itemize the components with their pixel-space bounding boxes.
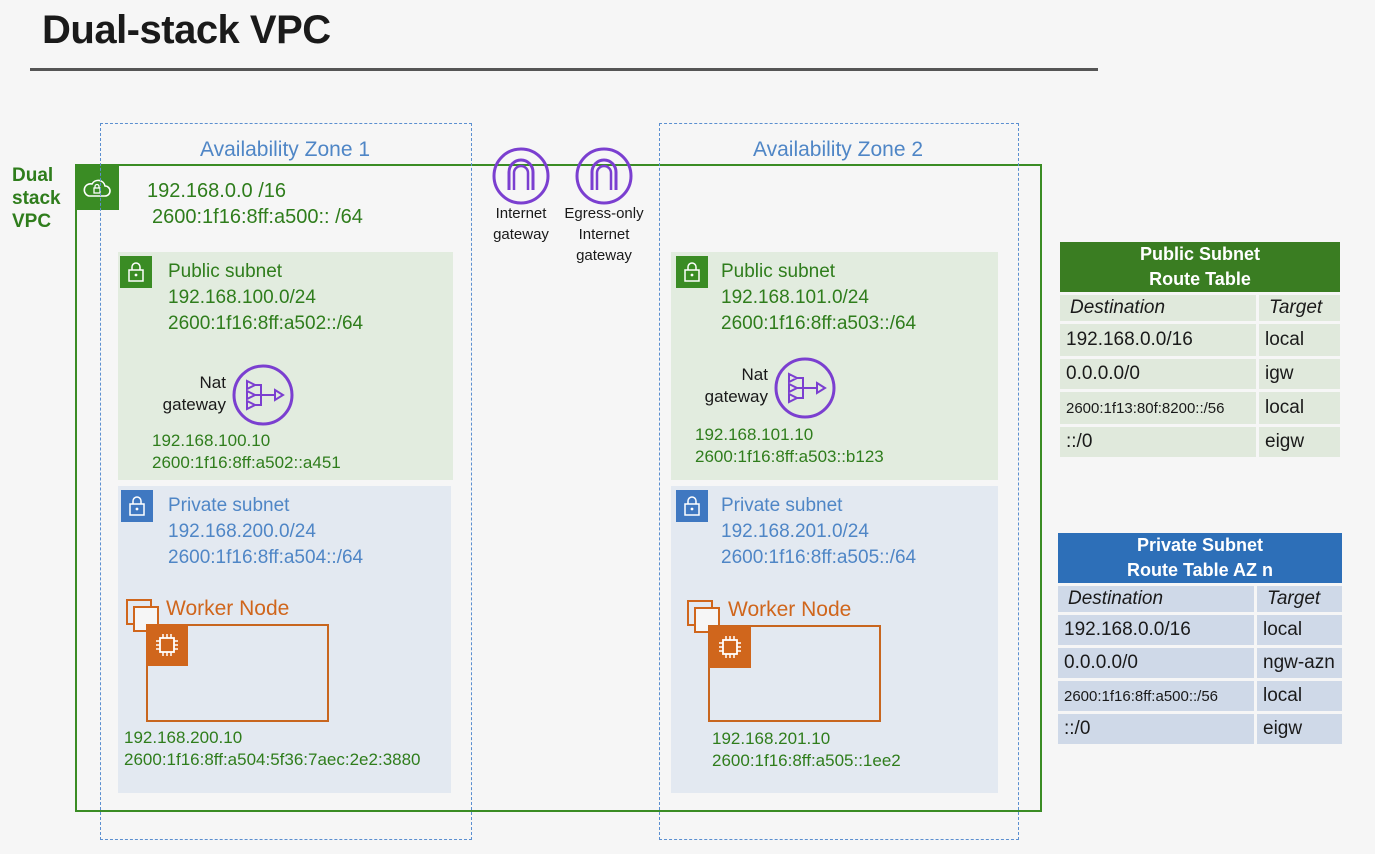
- destination-cell: ::/0: [1058, 714, 1254, 744]
- private-subnet-az2-info: Private subnet 192.168.201.0/24 2600:1f1…: [721, 493, 916, 571]
- az2-label: Availability Zone 2: [752, 138, 924, 161]
- public-subnet-az1-info: Public subnet 192.168.100.0/24 2600:1f16…: [168, 259, 363, 337]
- nat-gateway-label-az2: Nat gateway: [704, 365, 768, 406]
- egress-only-gateway-icon: [574, 146, 634, 206]
- public-subnet-az2: [671, 252, 998, 480]
- vpc-cidr-ipv4: 192.168.0.0 /16: [147, 180, 287, 202]
- worker-node-label-az2: Worker Node: [728, 598, 852, 621]
- vpc-cidr-ipv6: 2600:1f16:8ff:a500:: /64: [152, 206, 363, 228]
- vpc-label: Dual stack VPC: [12, 165, 61, 232]
- subnet-ipv4: 192.168.201.0/24: [721, 521, 869, 542]
- target-cell: eigw: [1257, 714, 1342, 744]
- nat-gateway-label-az1: Nat gateway: [162, 373, 226, 414]
- table-row: 0.0.0.0/0 ngw-azn: [1058, 648, 1342, 678]
- subnet-ipv4: 192.168.101.0/24: [721, 287, 869, 308]
- ec2-instance-icon: [146, 624, 188, 666]
- table-row: 2600:1f16:8ff:a500::/56 local: [1058, 681, 1342, 711]
- subnet-ipv6: 2600:1f16:8ff:a505::/64: [721, 547, 917, 568]
- table-row: ::/0 eigw: [1058, 714, 1342, 744]
- table-row: ::/0 eigw: [1060, 427, 1340, 457]
- az1-label: Availability Zone 1: [199, 138, 371, 161]
- subnet-ipv6: 2600:1f16:8ff:a502::/64: [168, 313, 364, 334]
- private-route-table: Private Subnet Route Table AZ n Destinat…: [1058, 533, 1342, 747]
- public-route-table-grid: Destination Target 192.168.0.0/16 local …: [1057, 292, 1343, 460]
- public-route-table-header: Public Subnet Route Table: [1060, 242, 1340, 292]
- title-divider: [30, 68, 1098, 71]
- worker-node-box-az1: [146, 624, 329, 722]
- destination-cell: 0.0.0.0/0: [1058, 648, 1254, 678]
- target-cell: local: [1257, 615, 1342, 645]
- destination-cell: 192.168.0.0/16: [1060, 324, 1256, 356]
- subnet-label: Public subnet: [721, 261, 836, 282]
- vpc-cloud-icon: [75, 166, 119, 210]
- worker-ip-az1: 192.168.200.10 2600:1f16:8ff:a504:5f36:7…: [124, 728, 421, 769]
- target-cell: eigw: [1259, 427, 1340, 457]
- destination-cell: 0.0.0.0/0: [1060, 359, 1256, 389]
- public-subnet-az2-info: Public subnet 192.168.101.0/24 2600:1f16…: [721, 259, 916, 337]
- internet-gateway-label: Internet gateway: [493, 205, 549, 243]
- egress-only-gateway-label: Egress-only Internet gateway: [564, 205, 644, 264]
- private-route-table-grid: Destination Target 192.168.0.0/16 local …: [1055, 583, 1345, 747]
- availability-zone-1: [100, 123, 472, 840]
- col-destination: Destination: [1058, 586, 1254, 612]
- subnet-ipv4: 192.168.100.0/24: [168, 287, 316, 308]
- vpc-boundary: [75, 164, 1042, 812]
- lock-icon: [121, 490, 153, 522]
- worker-node-label-az1: Worker Node: [166, 597, 290, 620]
- target-cell: igw: [1259, 359, 1340, 389]
- vpc-cidr: 192.168.0.0 /16 2600:1f16:8ff:a500:: /64: [147, 178, 363, 230]
- target-cell: local: [1259, 392, 1340, 424]
- nat-ip-az1: 192.168.100.10 2600:1f16:8ff:a502::a451: [152, 431, 341, 472]
- target-cell: local: [1259, 324, 1340, 356]
- availability-zone-2: [659, 123, 1019, 840]
- nat-ip-az2: 192.168.101.10 2600:1f16:8ff:a503::b123: [695, 425, 884, 466]
- destination-cell: 192.168.0.0/16: [1058, 615, 1254, 645]
- ec2-instance-icon: [709, 626, 751, 668]
- target-cell: local: [1257, 681, 1342, 711]
- worker-ip-az2: 192.168.201.10 2600:1f16:8ff:a505::1ee2: [712, 729, 901, 770]
- page-title: Dual-stack VPC: [42, 8, 331, 52]
- lock-icon: [120, 256, 152, 288]
- destination-cell: 2600:1f16:8ff:a500::/56: [1058, 681, 1254, 711]
- subnet-ipv4: 192.168.200.0/24: [168, 521, 316, 542]
- subnet-label: Private subnet: [168, 495, 290, 516]
- internet-gateway-icon: [491, 146, 551, 206]
- subnet-ipv6: 2600:1f16:8ff:a504::/64: [168, 547, 364, 568]
- col-target: Target: [1257, 586, 1342, 612]
- table-row: 192.168.0.0/16 local: [1060, 324, 1340, 356]
- private-route-table-header: Private Subnet Route Table AZ n: [1058, 533, 1342, 583]
- col-target: Target: [1259, 295, 1340, 321]
- lock-icon: [676, 256, 708, 288]
- table-row: 0.0.0.0/0 igw: [1060, 359, 1340, 389]
- lock-icon: [676, 490, 708, 522]
- public-subnet-az1: [118, 252, 453, 480]
- subnet-label: Public subnet: [168, 261, 283, 282]
- subnet-label: Private subnet: [721, 495, 843, 516]
- public-route-table: Public Subnet Route Table Destination Ta…: [1060, 242, 1340, 460]
- subnet-ipv6: 2600:1f16:8ff:a503::/64: [721, 313, 917, 334]
- destination-cell: 2600:1f13:80f:8200::/56: [1060, 392, 1256, 424]
- destination-cell: ::/0: [1060, 427, 1256, 457]
- private-subnet-az1-info: Private subnet 192.168.200.0/24 2600:1f1…: [168, 493, 363, 571]
- nat-gateway-icon: [231, 363, 295, 427]
- table-row: 2600:1f13:80f:8200::/56 local: [1060, 392, 1340, 424]
- worker-node-box-az2: [708, 625, 881, 722]
- target-cell: ngw-azn: [1257, 648, 1342, 678]
- col-destination: Destination: [1060, 295, 1256, 321]
- nat-gateway-icon: [773, 356, 837, 420]
- table-row: 192.168.0.0/16 local: [1058, 615, 1342, 645]
